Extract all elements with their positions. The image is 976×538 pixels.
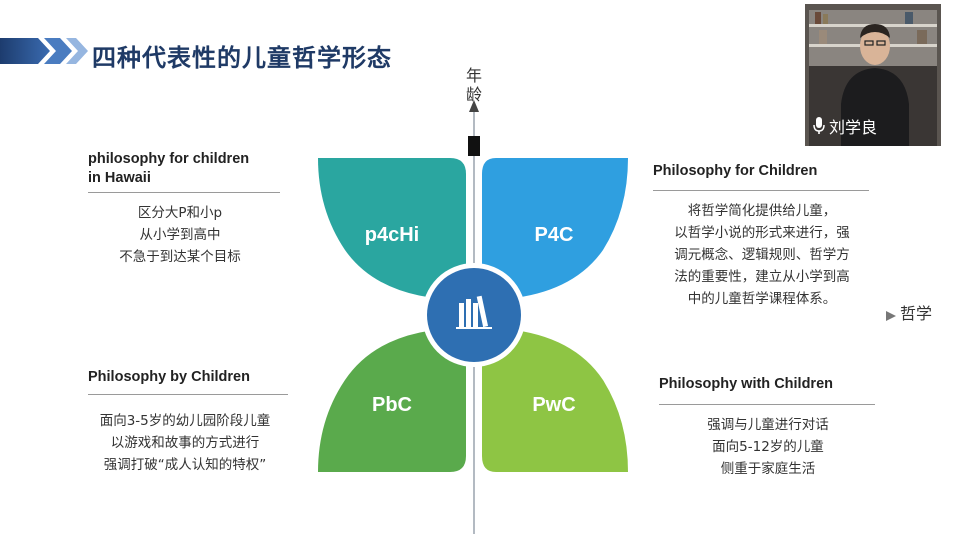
microphone-icon [813, 117, 825, 134]
quadrant-br-divider [659, 404, 875, 405]
quadrant-tr-body-line: 以哲学小说的形式来进行，强 [674, 225, 850, 241]
quadrant-br-title: Philosophy with Children [659, 375, 833, 394]
webcam-video-feed [805, 4, 941, 146]
quadrant-bl-body: 面向3-5岁的幼儿园阶段儿童 以游戏和故事的方式进行 强调打破“成人认知的特权” [72, 410, 298, 476]
quadrant-br-title-line: Philosophy with Children [659, 376, 833, 392]
header-chevron-icon [0, 38, 88, 64]
petal-bottom-left [318, 328, 466, 472]
y-axis-label: 年龄 [465, 66, 482, 104]
quadrant-tl-body: 区分大P和小p 从小学到高中 不急于到达某个目标 [80, 202, 280, 268]
quadrant-tl-body-line: 不急于到达某个目标 [119, 249, 241, 265]
horizontal-axis-arrow [886, 311, 896, 321]
speaker-name-label: 刘学良 [813, 114, 877, 138]
quadrant-tr-title-line: Philosophy for Children [653, 163, 818, 179]
quadrant-tr-body: 将哲学简化提供给儿童， 以哲学小说的形式来进行，强 调元概念、逻辑规则、哲学方 … [651, 200, 873, 310]
quadrant-bl-body-line: 强调打破“成人认知的特权” [103, 457, 267, 473]
quadrant-bl-title: Philosophy by Children [88, 368, 250, 387]
quadrant-tl-body-line: 区分大P和小p [137, 205, 223, 221]
quadrant-tr-divider [653, 190, 869, 191]
quadrant-tl-divider [88, 192, 280, 193]
quadrant-tl-title: philosophy for children in Hawaii [88, 150, 249, 188]
quadrant-br-body-line: 面向5-12岁的儿童 [712, 439, 824, 455]
quadrant-bl-body-line: 面向3-5岁的幼儿园阶段儿童 [99, 413, 271, 429]
quadrant-bl-body-line: 以游戏和故事的方式进行 [110, 435, 260, 451]
petal-bottom-right [482, 328, 628, 472]
quadrant-tr-title: Philosophy for Children [653, 162, 817, 181]
quadrant-br-body-line: 强调与儿童进行对话 [707, 417, 829, 433]
quadrant-tr-body-line: 中的儿童哲学课程体系。 [687, 291, 837, 307]
quadrant-tl-title-line: philosophy for children [88, 151, 250, 167]
vertical-axis-marker [468, 136, 480, 156]
slide-title: 四种代表性的儿童哲学形态 [92, 44, 392, 72]
petal-label-p4chi: p4cHi [364, 224, 420, 246]
quadrant-tl-body-line: 从小学到高中 [139, 227, 221, 243]
books-icon [456, 295, 492, 329]
quadrant-tr-body-line: 调元概念、逻辑规则、哲学方 [674, 247, 850, 263]
petal-label-p4c: P4C [534, 224, 574, 246]
quadrant-bl-divider [88, 394, 288, 395]
petal-label-pwc: PwC [532, 394, 576, 416]
webcam-video-tile[interactable]: 刘学良 [805, 4, 941, 146]
quadrant-br-body-line: 侧重于家庭生活 [720, 461, 816, 477]
speaker-name: 刘学良 [829, 118, 878, 137]
quadrant-tr-body-line: 法的重要性，建立从小学到高 [674, 269, 850, 285]
quadrant-bl-title-line: Philosophy by Children [88, 369, 250, 385]
petal-top-left [318, 158, 466, 300]
petal-top-right [482, 158, 628, 300]
petal-label-pbc: PbC [372, 394, 412, 416]
quadrant-tl-title-line: in Hawaii [88, 170, 151, 186]
x-axis-label: 哲学 [900, 304, 933, 323]
vertical-axis-arrow [469, 100, 479, 112]
quadrant-br-body: 强调与儿童进行对话 面向5-12岁的儿童 侧重于家庭生活 [657, 414, 879, 480]
quadrant-tr-body-line: 将哲学简化提供给儿童， [687, 203, 837, 219]
